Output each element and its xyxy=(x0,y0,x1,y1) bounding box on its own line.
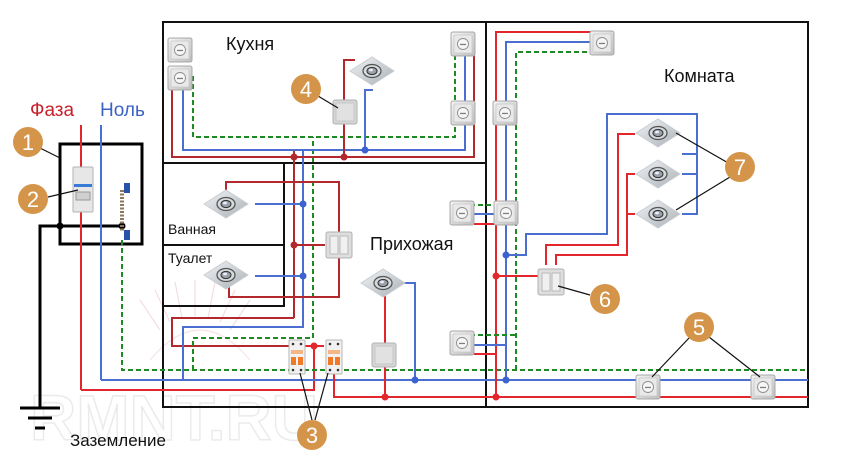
room-label-hallway: Прихожая xyxy=(370,234,453,254)
socket-icon xyxy=(449,200,475,226)
room-sockets-top xyxy=(492,30,615,126)
bath-toilet-wiring xyxy=(225,181,340,298)
room-label-toilet: Туалет xyxy=(168,250,213,266)
socket-icon xyxy=(167,65,193,91)
breaker-junction xyxy=(304,342,324,350)
svg-text:6: 6 xyxy=(599,287,611,312)
lamps xyxy=(203,56,681,298)
breaker-icon xyxy=(325,339,343,375)
socket-icon xyxy=(167,37,193,63)
floor-plan-walls xyxy=(162,21,809,408)
room-label-room: Комната xyxy=(664,66,735,86)
double-switch-icon xyxy=(325,231,353,259)
phase-label: Фаза xyxy=(30,100,75,121)
socket-icon xyxy=(589,30,615,56)
callout-5: 5 xyxy=(684,312,714,342)
spotlight-icon xyxy=(349,56,395,86)
spotlight-icon xyxy=(635,159,681,189)
ground-bus-bar xyxy=(120,183,130,240)
svg-text:1: 1 xyxy=(22,130,34,155)
svg-text:2: 2 xyxy=(27,187,39,212)
svg-text:7: 7 xyxy=(734,155,746,180)
callout-3: 3 xyxy=(297,420,327,450)
callout-2: 2 xyxy=(18,184,48,214)
kitchen-sockets xyxy=(167,31,476,126)
main-breaker-rcd xyxy=(72,166,94,213)
spotlight-icon xyxy=(360,268,406,298)
breaker-icon xyxy=(288,339,306,375)
socket-icon xyxy=(449,330,475,356)
ground-label: Заземление xyxy=(70,431,166,450)
socket-icon xyxy=(450,31,476,57)
neutral-label: Ноль xyxy=(100,100,145,121)
double-switch-icon xyxy=(537,268,565,296)
socket-icon xyxy=(493,200,519,226)
socket-icon xyxy=(492,100,518,126)
spotlight-icon xyxy=(203,189,249,219)
kitchen-wiring xyxy=(171,45,475,161)
switch-icon xyxy=(371,342,397,368)
socket-icon xyxy=(635,374,661,400)
svg-text:5: 5 xyxy=(693,315,705,340)
callout-1: 1 xyxy=(13,127,43,157)
callout-leaders xyxy=(39,95,761,421)
spotlight-icon xyxy=(635,118,681,148)
callout-6: 6 xyxy=(590,284,620,314)
socket-icon xyxy=(450,100,476,126)
svg-text:3: 3 xyxy=(306,423,318,448)
room-label-kitchen: Кухня xyxy=(226,34,274,54)
watermark-text: RMNT.RU xyxy=(30,382,318,454)
room-sockets xyxy=(635,374,776,400)
svg-text:4: 4 xyxy=(300,77,312,102)
room-label-bathroom: Ванная xyxy=(168,221,216,237)
hallway-wiring xyxy=(381,282,419,401)
spotlight-icon xyxy=(635,199,681,229)
main-feed-wires xyxy=(80,125,102,390)
callout-4: 4 xyxy=(291,74,321,104)
ground-conductor xyxy=(20,222,126,430)
socket-icon xyxy=(750,374,776,400)
switch-icon xyxy=(332,99,358,125)
trunk-wiring xyxy=(81,137,808,408)
callout-7: 7 xyxy=(725,152,755,182)
watermark: RMNT.RU xyxy=(29,280,319,455)
